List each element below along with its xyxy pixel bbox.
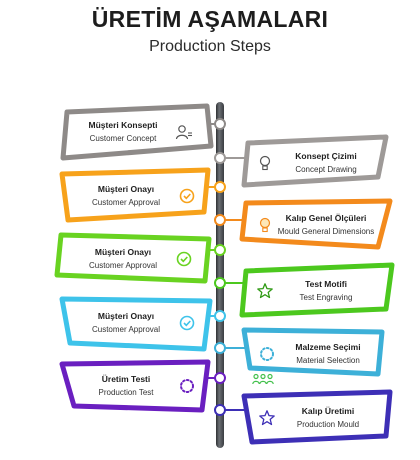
page-title: ÜRETİM AŞAMALARI xyxy=(91,6,329,32)
star-icon xyxy=(256,282,274,300)
step-subtitle: Mould General Dimensions xyxy=(277,227,375,236)
timeline-node xyxy=(214,342,226,354)
timeline-node xyxy=(214,118,226,130)
step-title: Malzeme Seçimi xyxy=(295,342,361,352)
people-group-icon xyxy=(252,372,274,385)
step-connector xyxy=(206,315,220,317)
step-subtitle: Test Engraving xyxy=(299,293,353,302)
step-connector xyxy=(206,123,220,125)
step-connector xyxy=(206,249,220,251)
timeline-node xyxy=(214,404,226,416)
timeline-node xyxy=(214,152,226,164)
step-connector xyxy=(220,347,246,349)
timeline-spine xyxy=(216,102,224,448)
step-title: Test Motifi xyxy=(305,279,347,289)
step-connector xyxy=(220,282,246,284)
step-connector xyxy=(206,377,220,379)
lightbulb-icon xyxy=(256,216,274,234)
check-circle-icon xyxy=(178,314,196,332)
timeline-node xyxy=(214,372,226,384)
step-connector xyxy=(220,219,246,221)
step-subtitle: Customer Concept xyxy=(89,134,157,143)
check-circle-icon xyxy=(178,187,196,205)
timeline-node xyxy=(214,214,226,226)
step-title: Üretim Testi xyxy=(101,374,151,384)
step-title: Müşteri Konsepti xyxy=(88,120,158,130)
step-title: Müşteri Onayı xyxy=(97,311,155,321)
step-subtitle: Material Selection xyxy=(296,356,360,365)
step-title: Kalıp Üretimi xyxy=(301,406,355,416)
step-subtitle: Production Test xyxy=(98,388,154,397)
step-connector xyxy=(206,186,220,188)
step-connector xyxy=(220,157,246,159)
user-list-icon xyxy=(175,123,193,141)
star-icon xyxy=(258,409,276,427)
step-title: Müşteri Onayı xyxy=(97,184,155,194)
timeline-node xyxy=(214,277,226,289)
step-title: Kalıp Genel Ölçüleri xyxy=(285,213,367,223)
page-subtitle: Production Steps xyxy=(149,38,271,55)
step-title: Müşteri Onayı xyxy=(94,247,152,257)
step-subtitle: Customer Approval xyxy=(88,261,158,270)
dotted-circle-icon xyxy=(178,377,196,395)
lightbulb-icon xyxy=(256,154,274,172)
step-subtitle: Concept Drawing xyxy=(295,165,357,174)
dotted-circle-icon xyxy=(258,345,276,363)
step-subtitle: Customer Approval xyxy=(91,325,161,334)
timeline-node xyxy=(214,181,226,193)
timeline-node xyxy=(214,310,226,322)
timeline-node xyxy=(214,244,226,256)
check-circle-icon xyxy=(175,250,193,268)
step-title: Konsept Çizimi xyxy=(295,151,357,161)
step-connector xyxy=(220,409,246,411)
step-subtitle: Production Mould xyxy=(296,420,360,429)
step-subtitle: Customer Approval xyxy=(91,198,161,207)
